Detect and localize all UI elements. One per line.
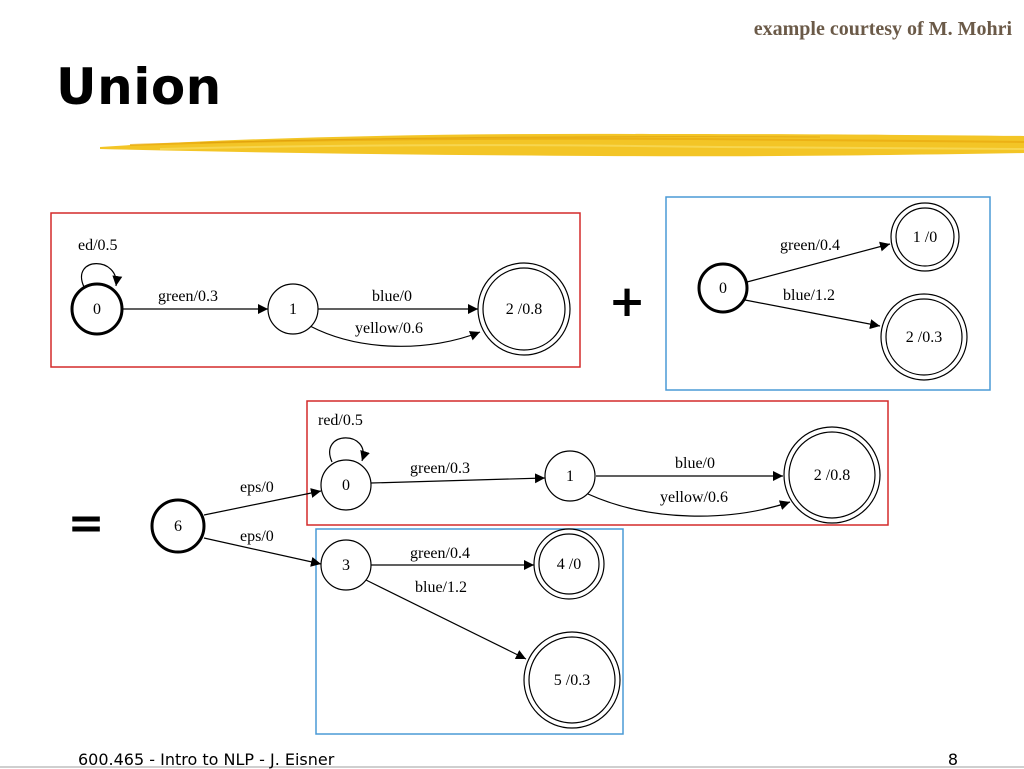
- union-arc-label-green-top: green/0.3: [410, 460, 470, 477]
- courtesy-note: example courtesy of M. Mohri: [753, 18, 1012, 40]
- union-state-6: [150, 498, 206, 554]
- slide-title: Union: [56, 58, 222, 116]
- fsa-a-arc-label-blue: blue/0: [372, 288, 412, 305]
- union-arc-label-yellow-top: yellow/0.6: [660, 489, 728, 506]
- union-arc-label-blue-top: blue/0: [675, 455, 715, 472]
- union-state-label-3: 3: [342, 557, 350, 574]
- title-underline-brushstroke: [100, 133, 1024, 157]
- union-state-1: [544, 450, 596, 502]
- fsa-b-state-2-outer: [880, 293, 968, 381]
- union-arc-3-5: [365, 579, 527, 660]
- union-arc-1-2-yellow: [587, 493, 791, 517]
- fsa-b-state-0: [697, 262, 749, 314]
- union-arc-label-blue-bottom: blue/1.2: [415, 579, 467, 596]
- fsa-b-arc-label-green: green/0.4: [780, 237, 840, 254]
- fsa-a-state-0: [70, 282, 124, 336]
- fsa-a-arc-self-loop: [81, 263, 123, 288]
- union-arc-label-eps-top: eps/0: [240, 479, 274, 496]
- union-arc-label-red: red/0.5: [318, 412, 363, 429]
- fsa-b-arc-0-1: [746, 241, 891, 283]
- fsa-a-state-label-2: 2 /0.8: [506, 301, 542, 318]
- fsa-b-box: [665, 196, 991, 391]
- fsa-a-arc-label-ed: ed/0.5: [78, 237, 118, 254]
- fsa-a-arc-1-2-yellow: [309, 325, 481, 347]
- union-arc-self-loop: [329, 437, 370, 463]
- union-state-4-outer: [533, 528, 605, 600]
- fsa-a-arc-label-green: green/0.3: [158, 288, 218, 305]
- union-arc-0-1: [370, 473, 546, 484]
- fsa-a-state-1: [267, 283, 319, 335]
- fsa-a-arc-label-yellow: yellow/0.6: [355, 320, 423, 337]
- union-top-box: [306, 400, 889, 526]
- union-state-0: [320, 459, 372, 511]
- footer-page-number: 8: [947, 750, 958, 769]
- union-state-label-6: 6: [174, 518, 182, 535]
- union-state-label-4: 4 /0: [557, 556, 581, 573]
- fsa-a-state-2-outer: [477, 262, 571, 356]
- union-arc-6-3: [203, 537, 322, 567]
- union-state-5-inner: [528, 636, 616, 724]
- plus-operator: +: [609, 276, 646, 327]
- union-state-2-outer: [783, 426, 881, 524]
- union-bottom-box: [315, 528, 624, 735]
- fsa-a-box: [50, 212, 581, 368]
- fsa-a-state-2-inner: [482, 267, 566, 351]
- union-state-5-outer: [523, 631, 621, 729]
- footer-course: 600.465 - Intro to NLP - J. Eisner: [78, 750, 335, 769]
- union-arc-6-0: [203, 488, 322, 516]
- union-state-3: [320, 539, 372, 591]
- union-arc-label-green-bottom: green/0.4: [410, 545, 470, 562]
- union-state-label-2: 2 /0.8: [814, 467, 850, 484]
- footer-divider: [0, 766, 1024, 768]
- fsa-b-state-1-inner: [895, 207, 955, 267]
- union-state-2-inner: [788, 431, 876, 519]
- union-arc-label-eps-bottom: eps/0: [240, 528, 274, 545]
- fsa-b-state-label-0: 0: [719, 280, 727, 297]
- fsa-a-state-label-0: 0: [93, 301, 101, 318]
- union-state-label-0: 0: [342, 477, 350, 494]
- union-state-label-5: 5 /0.3: [554, 672, 590, 689]
- union-state-label-1: 1: [566, 468, 574, 485]
- fsa-b-arc-0-2: [744, 299, 881, 330]
- fsa-a-state-label-1: 1: [289, 301, 297, 318]
- equals-operator: =: [68, 498, 105, 549]
- fsa-b-arc-label-blue: blue/1.2: [783, 287, 835, 304]
- fsa-b-state-1-outer: [890, 202, 960, 272]
- fsa-b-state-label-1: 1 /0: [913, 229, 937, 246]
- fsa-b-state-2-inner: [885, 298, 963, 376]
- union-state-4-inner: [538, 533, 600, 595]
- fsa-b-state-label-2: 2 /0.3: [906, 329, 942, 346]
